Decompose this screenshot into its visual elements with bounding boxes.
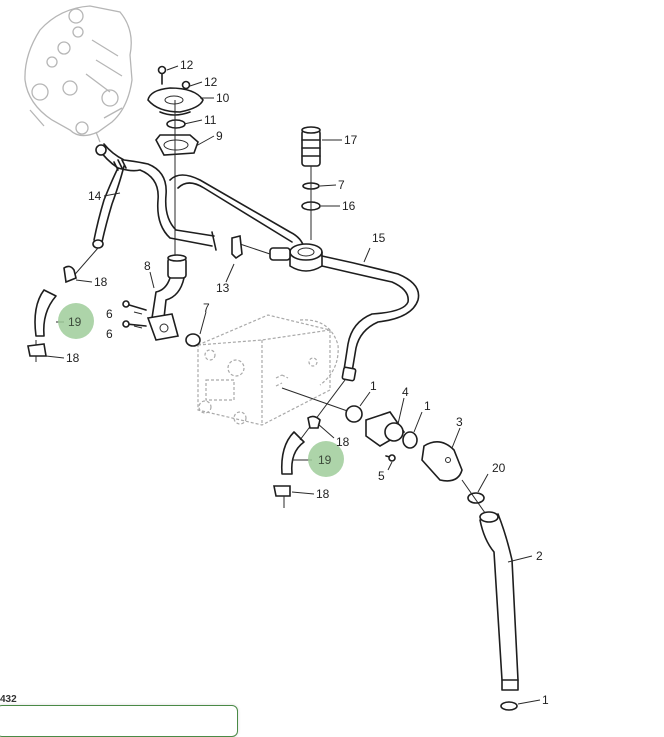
hose-15 [231,235,420,382]
parts-diagram: 12 12 10 11 9 17 7 16 14 15 18 8 13 6 6 … [24,5,549,711]
callout-13[interactable]: 13 [216,281,230,295]
callout-8[interactable]: 8 [144,259,151,273]
callout-9[interactable]: 9 [216,129,223,143]
callout-2[interactable]: 2 [536,549,543,563]
leader-lines [45,65,541,705]
hose-14 [92,143,217,251]
callout-7[interactable]: 7 [338,178,345,192]
highlight-marker-19[interactable] [308,441,344,477]
callout-18[interactable]: 18 [316,487,330,501]
callout-15[interactable]: 15 [372,231,386,245]
elbow-left [27,247,99,362]
callout-18[interactable]: 18 [66,351,80,365]
figure-number: 432 [0,694,17,705]
callout-4[interactable]: 4 [402,385,409,399]
callout-16[interactable]: 16 [342,199,356,213]
callout-1[interactable]: 1 [370,379,377,393]
callout-18[interactable]: 18 [94,275,108,289]
callout-5[interactable]: 5 [378,469,385,483]
elbow-right [273,379,346,508]
callout-19[interactable]: 19 [68,315,82,329]
highlight-marker-19[interactable] [58,303,94,339]
callout-6[interactable]: 6 [106,307,113,321]
tube-8 [122,254,201,347]
callout-12[interactable]: 12 [180,58,194,72]
fitting-chain [281,387,491,521]
callout-10[interactable]: 10 [216,91,230,105]
callout-18[interactable]: 18 [336,435,350,449]
callout-7[interactable]: 7 [203,301,210,315]
callout-6[interactable]: 6 [106,327,113,341]
callout-19[interactable]: 19 [318,453,332,467]
hydraulic-pump-ghost [24,5,133,143]
tube-upper [169,174,305,249]
callout-1[interactable]: 1 [424,399,431,413]
callout-14[interactable]: 14 [88,189,102,203]
callout-20[interactable]: 20 [492,461,506,475]
pipe-2 [479,511,519,711]
fitting-assembly [301,126,321,240]
callout-17[interactable]: 17 [344,133,358,147]
callout-12[interactable]: 12 [204,75,218,89]
callout-11[interactable]: 11 [204,113,217,127]
callout-3[interactable]: 3 [456,415,463,429]
flange-assembly [147,65,204,258]
valve-block-ghost [197,314,339,426]
bottom-panel[interactable] [0,705,238,737]
callout-1[interactable]: 1 [542,693,549,707]
